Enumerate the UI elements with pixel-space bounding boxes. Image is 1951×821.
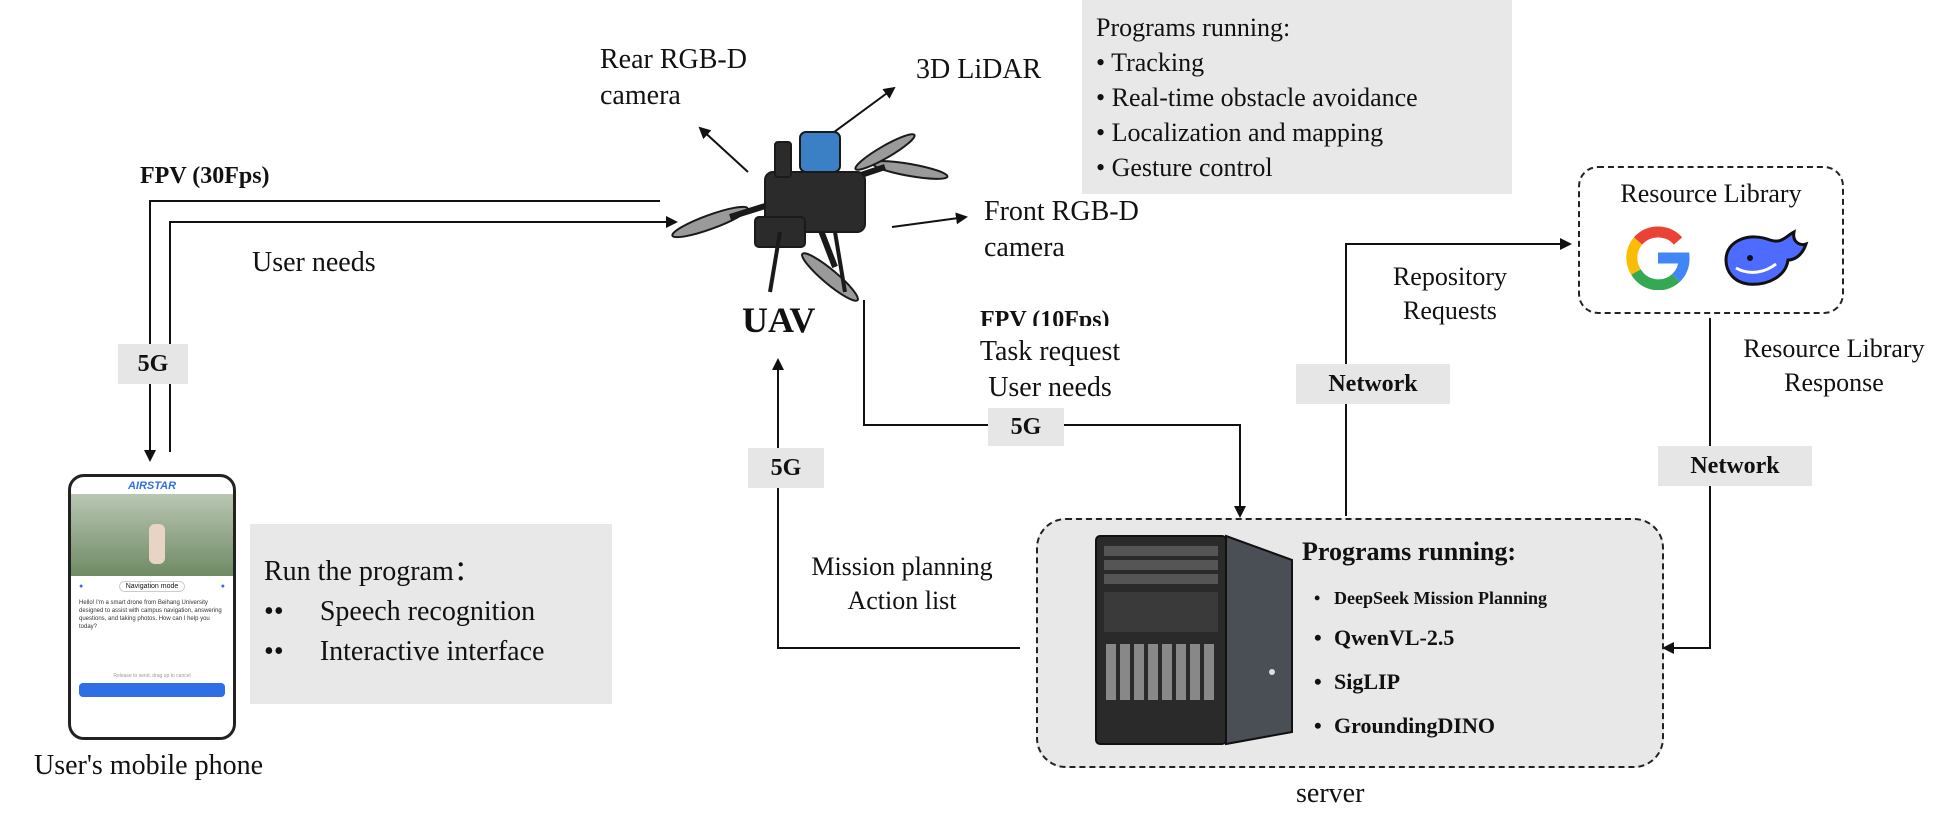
resource-library-box: Resource Library [1578,166,1844,314]
fpv-10-label: FPV (10Fps) [980,307,1110,326]
deepseek-whale-icon [1720,226,1810,290]
phone-programs-title: Run the program： [264,556,482,587]
fivg-tag-phone: 5G [118,344,188,384]
uav-programs-list: Tracking Real-time obstacle avoidance Lo… [1096,45,1498,185]
uav-program-item: Real-time obstacle avoidance [1096,80,1498,115]
resource-response-arrow [1662,318,1711,654]
server-box: Programs running: •DeepSeek Mission Plan… [1036,518,1664,768]
person-icon[interactable]: ● [79,583,84,590]
repository-request-arrow [1345,238,1572,516]
google-logo-icon [1626,226,1690,291]
uav-program-item: Localization and mapping [1096,115,1498,150]
server-tower-graphic [1082,532,1310,752]
phone-voice-button[interactable] [79,683,225,697]
uav-program-item: Gesture control [1096,150,1498,185]
uav-drone-graphic [670,112,950,302]
network-tag-request: Network [1296,364,1450,404]
fivg-tag-uav-return: 5G [748,448,824,488]
front-camera-leader [891,212,968,228]
uav-program-item: Tracking [1096,45,1498,80]
phone-label: User's mobile phone [34,750,264,781]
lidar-leader [825,86,896,139]
phone-mode-select[interactable]: Navigation mode [118,581,186,592]
phone-program-item: •Interactive interface [264,632,598,672]
rear-camera-leader [698,126,749,173]
phone-app-name: AIRSTAR [127,480,177,492]
server-programs-list: •DeepSeek Mission Planning •QwenVL-2.5 •… [1314,584,1548,740]
phone-chat-message: Hello! I'm a smart drone from Beihang Un… [79,600,222,630]
phone-mode-bar[interactable]: ● Navigation mode ● [71,578,233,595]
fpv-30-label: FPV (30Fps) [140,163,270,189]
resource-library-title: Resource Library [1620,179,1802,208]
phone-mockup: AIRSTAR ● Navigation mode ● Hello! I'm a… [68,474,236,740]
uav-programs-box: Programs running: Tracking Real-time obs… [1082,0,1512,194]
server-program-item: •QwenVL-2.5 [1314,625,1455,650]
phone-hint: Release to send, drag up to cancel [113,673,191,679]
server-program-item: •GroundingDINO [1314,713,1495,738]
server-label: server [1296,778,1365,809]
fivg-tag-task: 5G [988,408,1064,446]
phone-programs-list: •Speech recognition •Interactive interfa… [264,592,598,672]
user-needs-left-label: User needs [252,247,376,278]
phone-camera-view [71,494,233,576]
lidar-label: 3D LiDAR [916,54,1042,85]
phone-programs-box: Run the program： •Speech recognition •In… [250,524,612,704]
server-program-item: •SigLIP [1314,669,1401,694]
server-programs-title: Programs running: [1302,537,1517,566]
server-program-item: •DeepSeek Mission Planning [1314,588,1548,608]
user-needs-arrow [169,216,678,452]
person-icon[interactable]: ● [220,583,225,590]
fpv-30-arrow [144,200,660,462]
uav-label: UAV [742,300,816,340]
phone-program-item: •Speech recognition [264,592,598,632]
network-tag-response: Network [1658,446,1812,486]
uav-programs-title: Programs running: [1096,13,1291,42]
